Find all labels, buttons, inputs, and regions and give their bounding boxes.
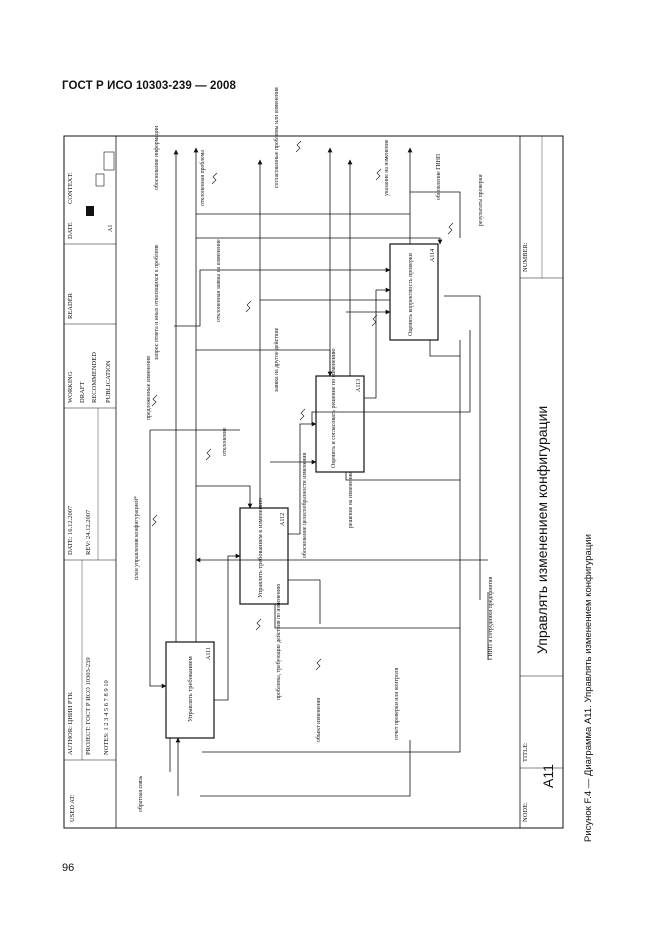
label-rejected-out: отклоненная заявка на изменение [216,239,222,322]
form-date2: DATE [67,222,74,239]
label-notice-ipi: обновление ГИНП [435,153,442,200]
form-node-value: A11 [540,764,556,788]
label-control-plan: план управления конфигурацией* [133,496,140,580]
form-draft: DRAFT [79,382,86,403]
label-input-request: обратная связь [137,775,144,812]
form-author: AUTHOR: ЦНИИ РТК [67,691,74,755]
label-rejected2: отклоненная проблема [199,150,206,206]
activity-box-a112 [239,507,289,605]
form-node-ref: A1 [108,225,114,232]
form-used-at: USED AT: [69,794,76,822]
label-ready-event: обоснование информации [153,126,160,190]
label-output-rejected: отклонение [222,427,228,456]
label-analysis: обоснование целесообразности изменения [301,452,308,558]
label-approved-change: согласованные проблемы или изменения [273,87,280,188]
activity-node-a111: A111 [206,647,212,660]
form-date: DATE: 16.12.2007 [67,505,74,555]
form-number-label: NUMBER: [522,242,529,272]
activity-node-a114: A114 [430,249,436,262]
figure-caption: Рисунок F.4 — Диаграмма А11. Управлять и… [583,534,594,842]
label-support-ipi: ГИНП и сотрудники предприятия [488,576,494,660]
label-report: отчет проверки или контроля [394,667,400,740]
activity-label-a112: Управлять требованием к изменению [257,498,264,598]
form-project: PROJECT: ГОСТ Р ИСО 10303-239 [85,657,92,755]
form-publication: PUBLICATION [105,360,112,403]
document-header: ГОСТ Р ИСО 10303-239 — 2008 [62,80,237,92]
label-need-other: заявка на другое действие [273,327,280,392]
form-node-label: NODE: [522,802,529,822]
form-context: CONTEXT: [67,172,74,204]
label-notice: указание на изменение [384,139,390,196]
activity-label-a111: Управлять требованием [187,656,194,722]
label-review-result: результаты проверки [478,174,484,226]
activity-node-a113: A113 [356,379,362,392]
label-request-info: запрос ответа и иных относящихся к пробл… [153,244,160,360]
form-title-value: Управлять изменением конфигурации [534,406,550,654]
activity-box-a114 [389,243,439,341]
form-working: WORKING [67,371,74,403]
page-number: 96 [62,862,75,874]
form-recommended: RECOMMENDED [91,352,98,403]
activity-node-a112: A112 [280,513,286,526]
activity-label-a113: Оценить и согласовать решение по изменен… [331,348,337,468]
form-notes: NOTES: 1 2 3 4 5 6 7 8 9 10 [103,680,110,755]
label-approve: решение на изменение [348,472,354,528]
form-title-label: TITLE: [522,742,529,762]
diagram-frame [63,135,564,829]
activity-label-a114: Оценить корректность проверки [408,252,414,336]
label-problems: проблемы, требующие действия по изменени… [275,583,282,700]
activity-box-a113 [315,375,365,473]
form-reader: READER [67,292,74,319]
label-subject: объект изменения [315,698,322,742]
label-output-proposal: предложенные изменения [146,356,152,420]
activity-box-a111 [165,641,215,739]
form-rev: REV: 24.12.2007 [85,509,92,555]
